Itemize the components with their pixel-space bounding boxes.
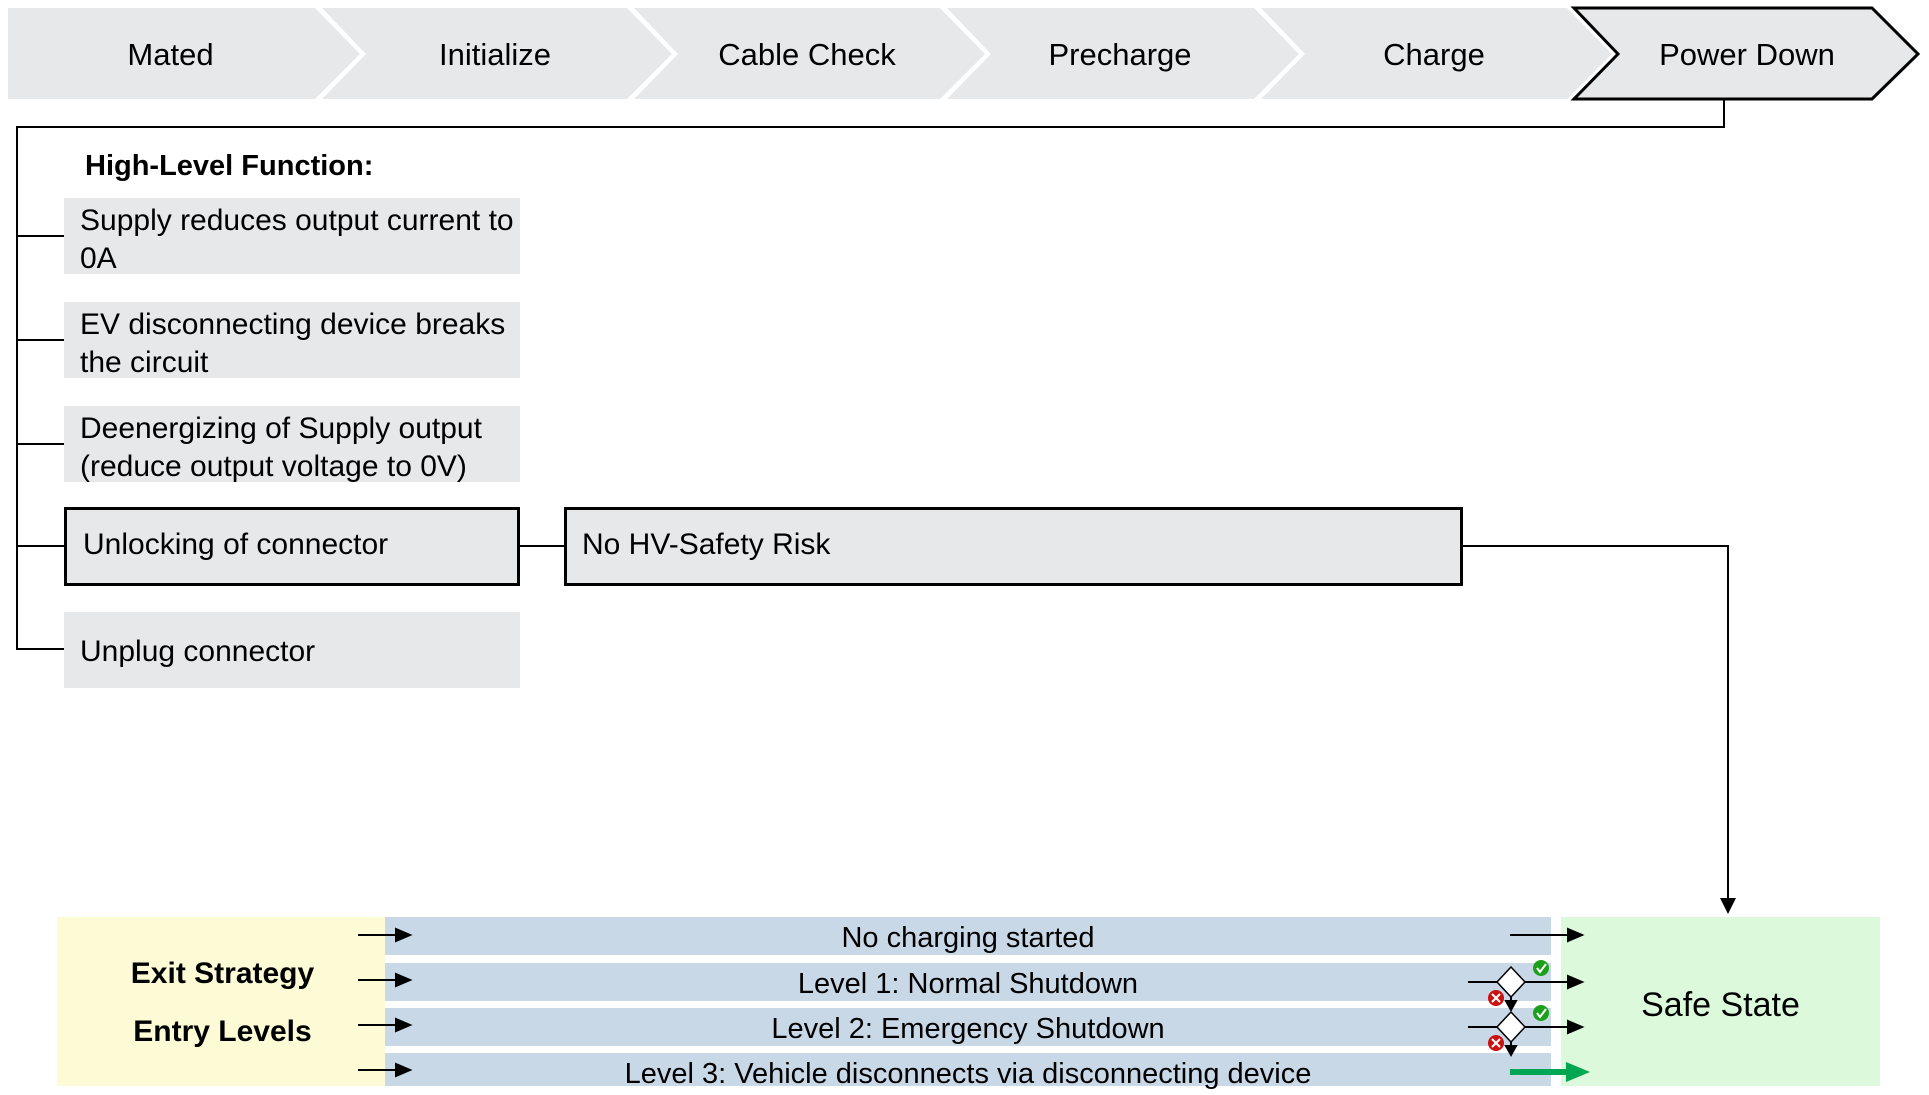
phase-label-power-down: Power Down: [1659, 37, 1835, 72]
check-icon: [1533, 1005, 1549, 1021]
function-text: Unlocking of connector: [83, 528, 389, 561]
connector-line: [1727, 545, 1729, 903]
connector-line: [16, 443, 64, 445]
entry-levels-label: Entry Levels: [133, 1015, 312, 1048]
phase-label-charge: Charge: [1383, 37, 1485, 72]
exit-arrows: [358, 927, 1590, 1082]
connector-line: [16, 648, 64, 650]
phase-label-mated: Mated: [127, 37, 214, 72]
function-box-reduce-current: Supply reduces output current to 0A: [64, 198, 520, 275]
level-band-none: No charging started: [385, 917, 1551, 955]
function-box-deenergize: Deenergizing of Supply output (reduce ou…: [64, 406, 520, 483]
connector-line: [16, 545, 64, 547]
connector-line: [1462, 545, 1729, 547]
phase-label-cable-check: Cable Check: [718, 37, 896, 72]
safe-state-panel: Safe State: [1561, 917, 1880, 1086]
level-text: Level 2: Emergency Shutdown: [771, 1013, 1165, 1045]
phase-label-precharge: Precharge: [1048, 37, 1192, 72]
function-text: Unplug connector: [80, 635, 316, 668]
phase-label-initialize: Initialize: [439, 37, 551, 72]
function-text: EV disconnecting device breaks the circu…: [80, 308, 506, 379]
high-level-heading: High-Level Function:: [85, 150, 374, 182]
level-text: No charging started: [841, 922, 1095, 954]
connector-line: [1723, 99, 1725, 128]
risk-box: No HV-Safety Risk: [564, 507, 1463, 586]
function-box-unlock-connector: Unlocking of connector: [64, 507, 520, 586]
level-band-2: Level 2: Emergency Shutdown: [385, 1008, 1551, 1046]
phase-chevron-cable-check[interactable]: [634, 8, 985, 99]
risk-text: No HV-Safety Risk: [582, 528, 831, 561]
decision-diamond-icon: [1495, 965, 1527, 999]
exit-strategy-panel: [57, 917, 385, 1086]
function-box-unplug: Unplug connector: [64, 612, 520, 688]
level-band-3: Level 3: Vehicle disconnects via disconn…: [385, 1053, 1551, 1090]
level-text: Level 3: Vehicle disconnects via disconn…: [624, 1058, 1312, 1090]
phase-chevron-charge[interactable]: [1261, 8, 1612, 99]
phase-chevron-mated[interactable]: [8, 8, 360, 99]
connector-line: [16, 126, 1725, 128]
level-text: Level 1: Normal Shutdown: [797, 968, 1139, 1000]
phase-chevron-power-down[interactable]: [1570, 6, 1921, 101]
arrow-down-icon: [1720, 898, 1736, 914]
connector-line: [16, 126, 18, 650]
function-text: Supply reduces output current to 0A: [80, 204, 514, 275]
function-text: Deenergizing of Supply output (reduce ou…: [80, 412, 482, 483]
phase-bar: [8, 6, 1921, 101]
exit-strategy-label: Exit Strategy: [130, 957, 315, 990]
function-box-disconnect-device: EV disconnecting device breaks the circu…: [64, 302, 520, 379]
cross-icon: [1488, 1035, 1504, 1051]
level-band-1: Level 1: Normal Shutdown: [385, 963, 1551, 1001]
safe-state-label: Safe State: [1641, 986, 1800, 1024]
decision-diamond-icon: [1495, 1010, 1527, 1044]
check-icon: [1533, 960, 1549, 976]
connector-line: [16, 235, 64, 237]
phase-chevron-precharge[interactable]: [947, 8, 1299, 99]
cross-icon: [1488, 990, 1504, 1006]
connector-line: [520, 545, 565, 547]
connector-line: [16, 339, 64, 341]
green-arrow-icon: [1510, 1062, 1590, 1082]
phase-chevron-initialize[interactable]: [322, 8, 672, 99]
